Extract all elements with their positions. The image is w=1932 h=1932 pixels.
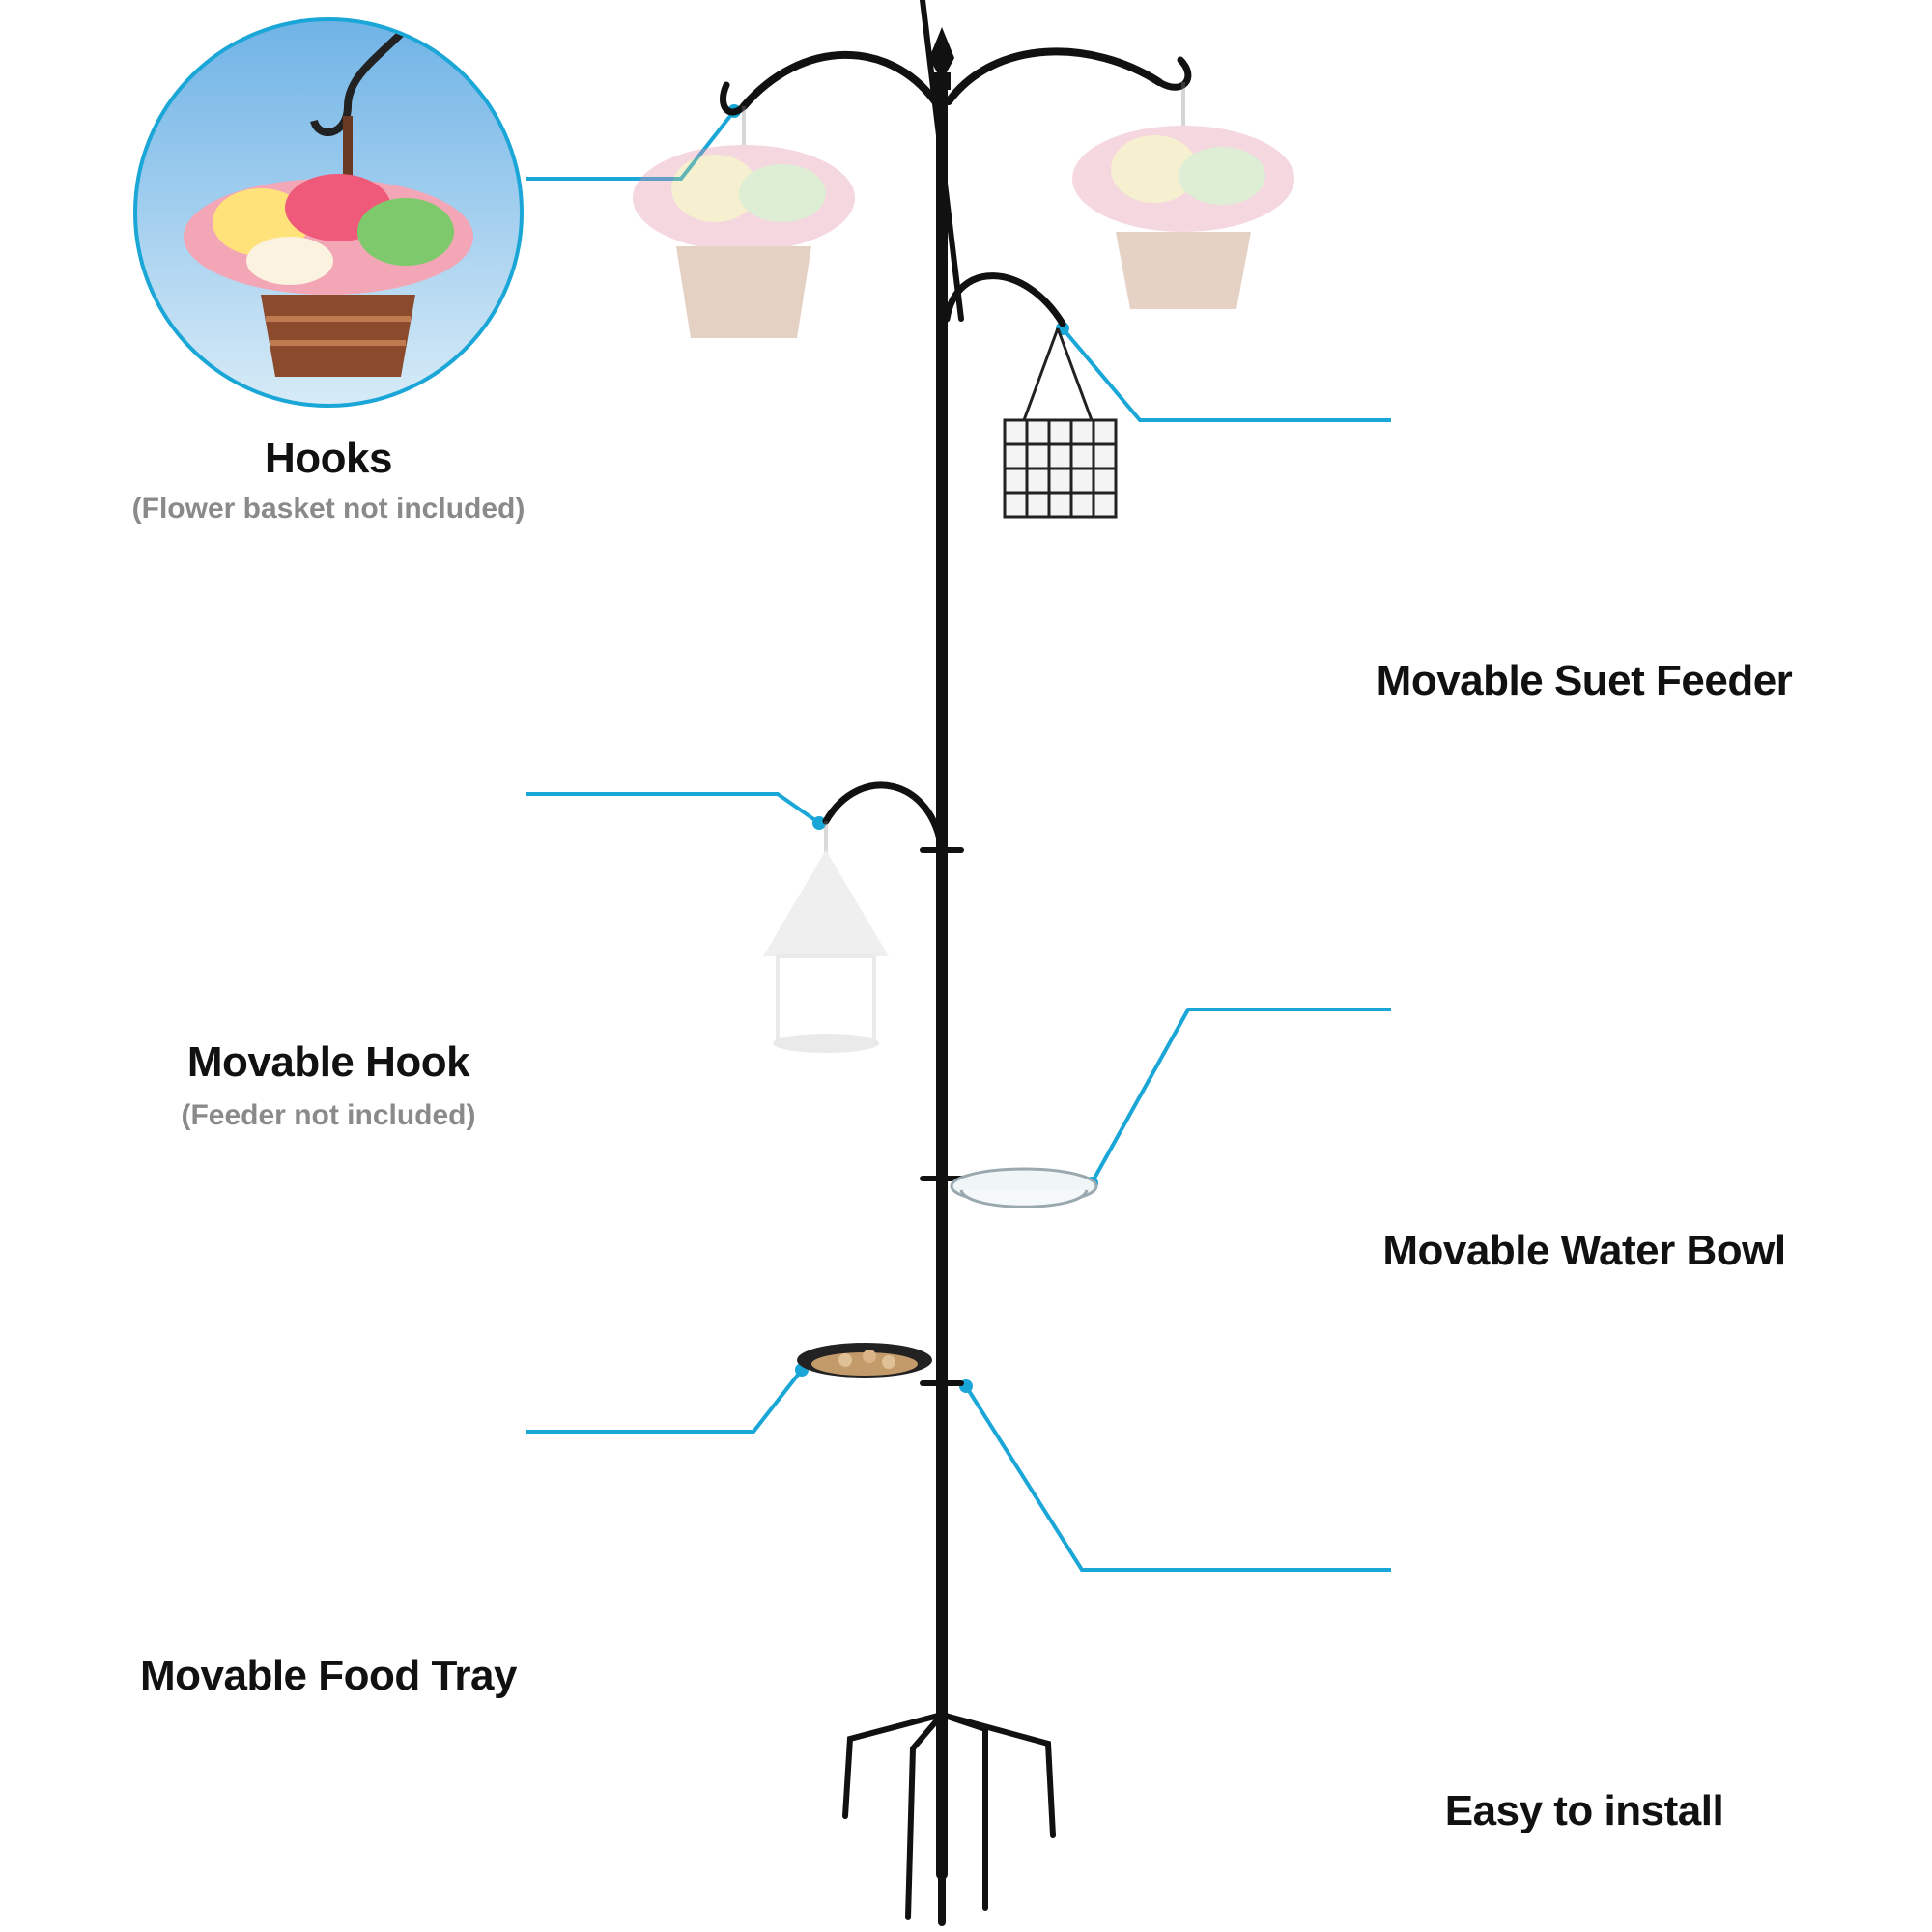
faded-flower-basket-right [1072, 82, 1294, 309]
water-bowl-title: Movable Water Bowl [1382, 1227, 1786, 1274]
movable-hook-note: (Feeder not included) [181, 1099, 476, 1131]
faded-flower-basket-left [633, 106, 855, 338]
connector-hook [526, 792, 821, 825]
connector-water [1090, 1008, 1391, 1184]
suet-cage-small [1003, 327, 1118, 519]
hooks-note: (Flower basket not included) [131, 493, 526, 525]
connector-install [964, 1384, 1391, 1572]
food-tray-small [797, 1343, 932, 1378]
hooks-photo [133, 17, 524, 408]
connector-tray [526, 1368, 804, 1434]
pole-finial [929, 27, 954, 72]
hooks-title: Hooks [265, 435, 392, 482]
connector-lines [526, 109, 1391, 1572]
movable-hook-title: Movable Hook [186, 1038, 470, 1086]
easy-install-title: Easy to install [1444, 1787, 1724, 1834]
suet-feeder-title: Movable Suet Feeder [1376, 657, 1793, 704]
shepherd-pole [720, 0, 1192, 1926]
food-tray-title: Movable Food Tray [139, 1652, 518, 1699]
connector-hooks [526, 109, 736, 181]
water-bowl-small [950, 1167, 1098, 1208]
faded-lantern-feeder [763, 821, 889, 1053]
connector-suet [1061, 327, 1391, 422]
